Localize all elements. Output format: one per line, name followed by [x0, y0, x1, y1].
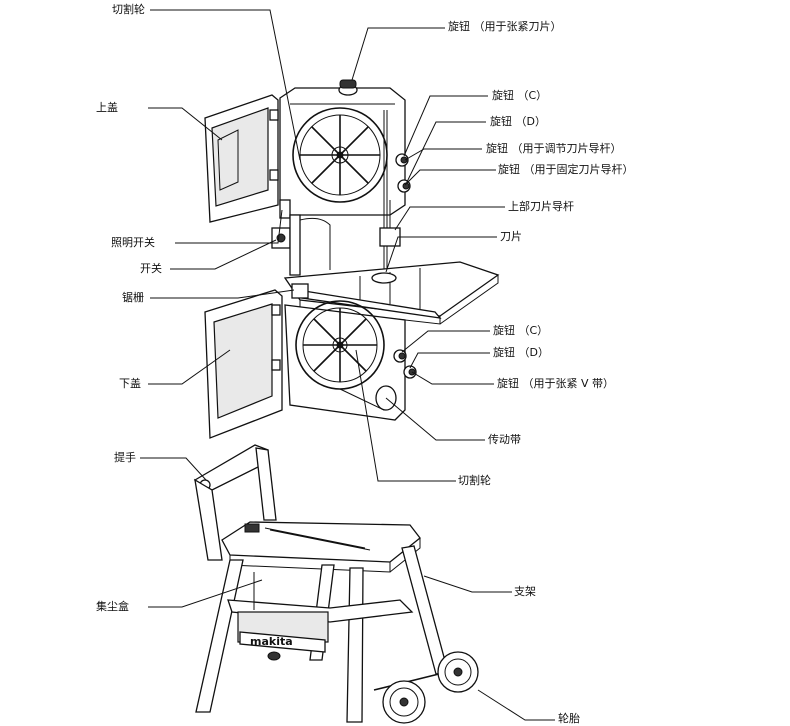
label-top-knob: 旋钮 （用于张紧刀片）: [448, 20, 562, 33]
label-upper-wheel: 切割轮: [112, 3, 145, 16]
label-drive-belt: 传动带: [488, 433, 521, 446]
label-knob-d-upper: 旋钮 （D）: [490, 115, 546, 128]
wheel-left-drawing: [382, 680, 426, 724]
label-light-switch: 照明开关: [111, 236, 155, 249]
upper-knobs-drawing: [379, 153, 411, 247]
label-knob-fix-guide: 旋钮 （用于固定刀片导杆）: [498, 163, 634, 176]
label-handle: 提手: [114, 451, 136, 464]
label-knob-c-lower: 旋钮 （C）: [493, 324, 549, 337]
label-knob-d-lower: 旋钮 （D）: [493, 346, 549, 359]
stand-drawing: makita: [193, 444, 479, 724]
label-lower-wheel: 切割轮: [458, 474, 491, 487]
label-upper-blade-guide: 上部刀片导杆: [508, 200, 574, 213]
label-tire: 轮胎: [558, 712, 580, 725]
column-drawing: [289, 214, 331, 276]
label-knob-v-belt: 旋钮 （用于张紧 V 带）: [497, 377, 615, 390]
upper-cover-drawing: [204, 94, 279, 223]
label-blade: 刀片: [500, 230, 522, 243]
label-knob-adjust-guide: 旋钮 （用于调节刀片导杆）: [486, 142, 622, 155]
brand-logo-text: makita: [250, 635, 293, 648]
label-knob-c-upper: 旋钮 （C）: [492, 89, 548, 102]
label-dust-box: 集尘盒: [96, 600, 129, 613]
label-lower-cover: 下盖: [119, 377, 141, 390]
label-rip-fence: 锯栅: [122, 291, 144, 304]
leader-lines: [140, 9, 555, 721]
wheel-right-drawing: [437, 651, 479, 693]
lower-cover-drawing: [204, 289, 283, 439]
lower-housing-drawing: [284, 300, 417, 421]
label-switch: 开关: [140, 262, 162, 275]
label-stand: 支架: [514, 585, 536, 598]
label-upper-cover: 上盖: [96, 101, 118, 114]
